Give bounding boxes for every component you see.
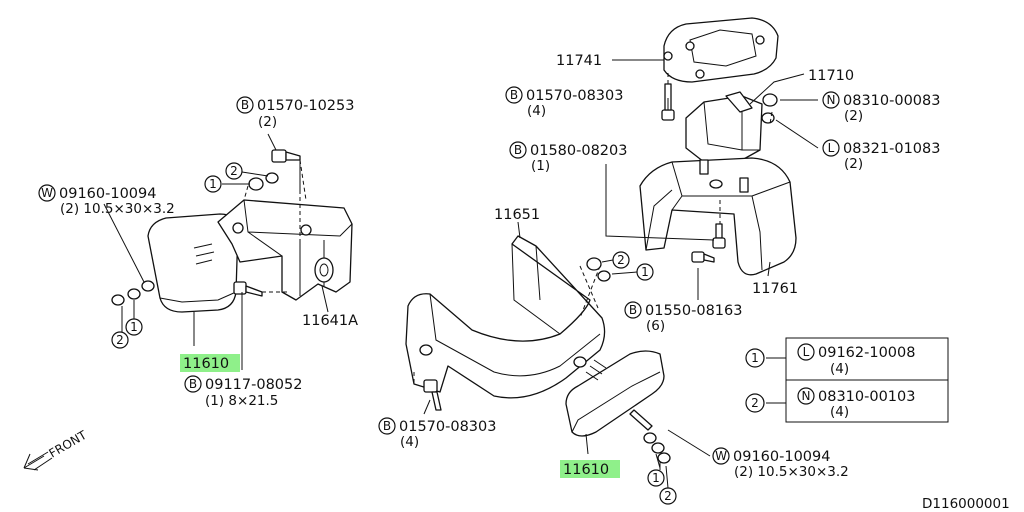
bolt-01550-08163 (691, 251, 715, 263)
label-11741[interactable]: 11741 (556, 53, 602, 69)
svg-text:(4): (4) (527, 103, 546, 119)
label-11651[interactable]: 11651 (494, 207, 540, 223)
bolt-09117-08052 (233, 281, 263, 297)
svg-text:2: 2 (617, 253, 625, 267)
ref-marker-1-right: 1 (647, 469, 665, 487)
svg-text:01550-08163: 01550-08163 (645, 303, 743, 319)
svg-text:W: W (715, 449, 727, 463)
highlight-11610-left (180, 354, 240, 372)
callout-08321-01083[interactable]: L 08321-01083 (2) (822, 139, 941, 172)
callout-09160-10094-right[interactable]: W 09160-10094 (2) 10.5×30×3.2 (712, 447, 849, 480)
svg-text:1: 1 (751, 351, 759, 365)
svg-text:(2): (2) (844, 108, 863, 124)
callout-09160-10094-left[interactable]: W 09160-10094 (2) 10.5×30×3.2 (38, 184, 175, 217)
nut-center (586, 257, 611, 282)
svg-text:1: 1 (652, 471, 660, 485)
svg-text:B: B (189, 377, 197, 391)
svg-text:(4): (4) (830, 404, 849, 420)
svg-text:09160-10094: 09160-10094 (59, 186, 157, 202)
front-direction-arrow: FRONT (23, 428, 90, 471)
label-11710[interactable]: 11710 (808, 68, 854, 84)
label-11610-left[interactable]: 11610 (183, 356, 229, 372)
nut-left-top (248, 172, 279, 191)
svg-text:L: L (828, 141, 835, 155)
svg-text:2: 2 (116, 333, 124, 347)
highlight-11610-right (560, 460, 620, 478)
svg-text:2: 2 (664, 489, 672, 503)
svg-text:01570-10253: 01570-10253 (257, 98, 355, 114)
bolt-01570-10253 (271, 149, 301, 163)
svg-text:B: B (629, 303, 637, 317)
ref-marker-2-center: 2 (612, 251, 630, 269)
svg-text:09162-10008: 09162-10008 (818, 345, 916, 361)
svg-text:2: 2 (230, 164, 238, 178)
callout-01570-08303-top[interactable]: B 01570-08303 (4) (505, 86, 624, 119)
svg-text:W: W (41, 186, 53, 200)
plate-11741 (663, 17, 779, 83)
washer-left (111, 280, 155, 306)
svg-text:B: B (514, 143, 522, 157)
svg-text:1: 1 (209, 177, 217, 191)
svg-text:08310-00103: 08310-00103 (818, 389, 916, 405)
svg-text:2: 2 (751, 396, 759, 410)
svg-text:(6): (6) (646, 318, 665, 334)
front-label: FRONT (47, 428, 90, 461)
callout-01580-08203[interactable]: B 01580-08203 (1) (509, 141, 628, 174)
label-11761[interactable]: 11761 (752, 281, 798, 297)
callout-08310-00083[interactable]: N 08310-00083 (2) (822, 91, 941, 124)
ref-marker-1-center: 1 (636, 263, 654, 281)
svg-text:N: N (827, 93, 836, 107)
svg-text:08310-00083: 08310-00083 (843, 93, 941, 109)
svg-text:L: L (803, 345, 810, 359)
nut-08310-00083 (761, 93, 778, 124)
callout-01570-08303-bottom[interactable]: B 01570-08303 (4) (378, 417, 497, 450)
svg-text:B: B (510, 88, 518, 102)
svg-text:B: B (241, 98, 249, 112)
label-11641a[interactable]: 11641A (302, 313, 358, 329)
bracket-11761 (639, 157, 797, 276)
svg-text:09117-08052: 09117-08052 (205, 377, 303, 393)
bracket-11641a (217, 199, 353, 301)
svg-text:(2): (2) (844, 156, 863, 172)
svg-text:1: 1 (130, 320, 138, 334)
svg-text:1: 1 (641, 265, 649, 279)
ref-marker-2-left-top: 2 (225, 162, 243, 180)
svg-text:(4): (4) (830, 361, 849, 377)
bolt-01580-08203 (712, 223, 726, 249)
svg-text:B: B (383, 419, 391, 433)
svg-text:01570-08303: 01570-08303 (399, 419, 497, 435)
washer-right (643, 432, 671, 464)
crossmember-11651 (405, 235, 606, 399)
diagram-ref-code: D116000001 (922, 496, 1010, 512)
svg-text:09160-10094: 09160-10094 (733, 449, 831, 465)
svg-text:N: N (802, 389, 811, 403)
svg-text:08321-01083: 08321-01083 (843, 141, 941, 157)
callout-01550-08163[interactable]: B 01550-08163 (6) (624, 301, 743, 334)
svg-text:(1) 8×21.5: (1) 8×21.5 (205, 393, 278, 409)
callout-09117-08052[interactable]: B 09117-08052 (1) 8×21.5 (184, 375, 303, 409)
bolt-01570-08303-bottom (423, 379, 442, 411)
ref-marker-2-left-bottom: 2 (111, 331, 129, 349)
legend-row-1[interactable]: 1 L 09162-10008 (4) (745, 343, 916, 377)
svg-text:01570-08303: 01570-08303 (526, 88, 624, 104)
callout-01570-10253[interactable]: B 01570-10253 (2) (236, 96, 355, 130)
legend-table: 1 L 09162-10008 (4) 2 N 08310-00103 (4) (745, 337, 949, 423)
insulator-11710 (685, 91, 763, 163)
label-11610-right[interactable]: 11610 (563, 462, 609, 478)
bolt-right-pad (629, 409, 653, 431)
svg-text:01580-08203: 01580-08203 (530, 143, 628, 159)
svg-text:(1): (1) (531, 158, 550, 174)
ref-marker-2-right: 2 (659, 487, 677, 505)
svg-text:(4): (4) (400, 434, 419, 450)
svg-text:(2) 10.5×30×3.2: (2) 10.5×30×3.2 (60, 201, 175, 217)
ref-marker-1-left-bottom: 1 (125, 318, 143, 336)
svg-text:(2): (2) (258, 114, 277, 130)
ref-marker-1-left-top: 1 (204, 175, 222, 193)
svg-text:(2) 10.5×30×3.2: (2) 10.5×30×3.2 (734, 464, 849, 480)
legend-row-2[interactable]: 2 N 08310-00103 (4) (745, 387, 916, 420)
